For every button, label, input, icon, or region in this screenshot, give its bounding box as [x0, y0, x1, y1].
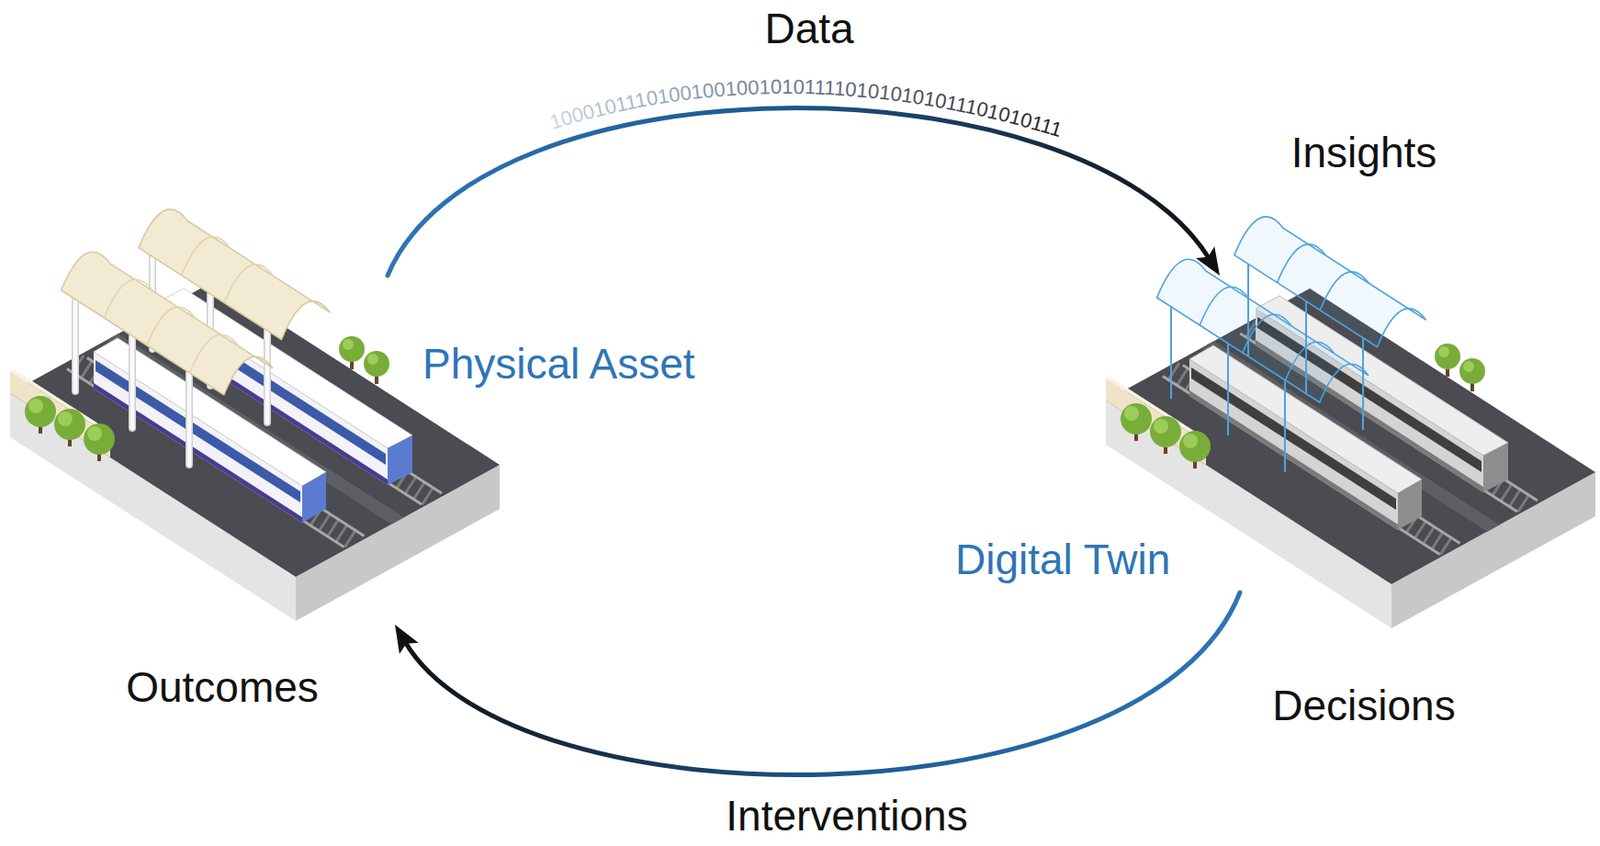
- node-label: Physical Asset: [422, 339, 696, 389]
- stage-label: Outcomes: [125, 663, 319, 712]
- canopy-roof: [61, 251, 273, 395]
- cycle-arrow: [387, 108, 1220, 276]
- physical-asset-illustration: [10, 281, 500, 621]
- wireframe-roof: [1277, 244, 1370, 311]
- digital-twin-illustration: [1105, 216, 1596, 629]
- edge-label: Interventions: [725, 791, 968, 841]
- wireframe-pillar: [1362, 338, 1364, 430]
- edge-label: Data: [764, 4, 854, 54]
- arrowhead: [394, 624, 419, 654]
- stage-label: Insights: [1291, 128, 1438, 178]
- canopy-pillar: [185, 372, 193, 465]
- canopy-roof: [181, 236, 274, 304]
- station-node: Digital Twin: [946, 275, 1596, 593]
- train: [1189, 390, 1398, 530]
- canopy-roof: [103, 279, 239, 373]
- cycle-arrow: [394, 592, 1240, 776]
- wireframe-pillar: [1227, 343, 1229, 436]
- stage-label: Decisions: [1272, 681, 1455, 731]
- canopy-pillar: [130, 336, 136, 429]
- train: [93, 383, 303, 523]
- cycle-arc: [387, 108, 1209, 276]
- digital-twin-illustration: [1105, 288, 1596, 629]
- cycle-arc: [405, 592, 1240, 776]
- train: [1483, 442, 1509, 493]
- train: [95, 360, 301, 503]
- canopy-pillar: [71, 299, 79, 392]
- wireframe-roof: [1157, 259, 1369, 403]
- arrowhead: [1195, 246, 1220, 276]
- node-label: Digital Twin: [955, 535, 1171, 585]
- wireframe-roof: [1157, 259, 1369, 403]
- wireframe-pillar: [1284, 380, 1286, 473]
- canopy-pillar: [73, 299, 79, 392]
- canopy-pillar: [263, 330, 271, 423]
- canopy-pillar: [128, 336, 136, 429]
- train: [302, 472, 327, 523]
- train: [1397, 479, 1422, 530]
- train: [387, 435, 413, 485]
- canopy-roof: [61, 251, 273, 395]
- wireframe-pillar: [1170, 306, 1172, 399]
- physical-asset-illustration: [10, 209, 500, 621]
- canopy-pillar: [265, 330, 271, 423]
- canopy-pillar: [187, 372, 192, 465]
- train: [1191, 367, 1397, 510]
- station-node: Physical Asset: [10, 275, 709, 625]
- wireframe-roof: [1199, 286, 1335, 381]
